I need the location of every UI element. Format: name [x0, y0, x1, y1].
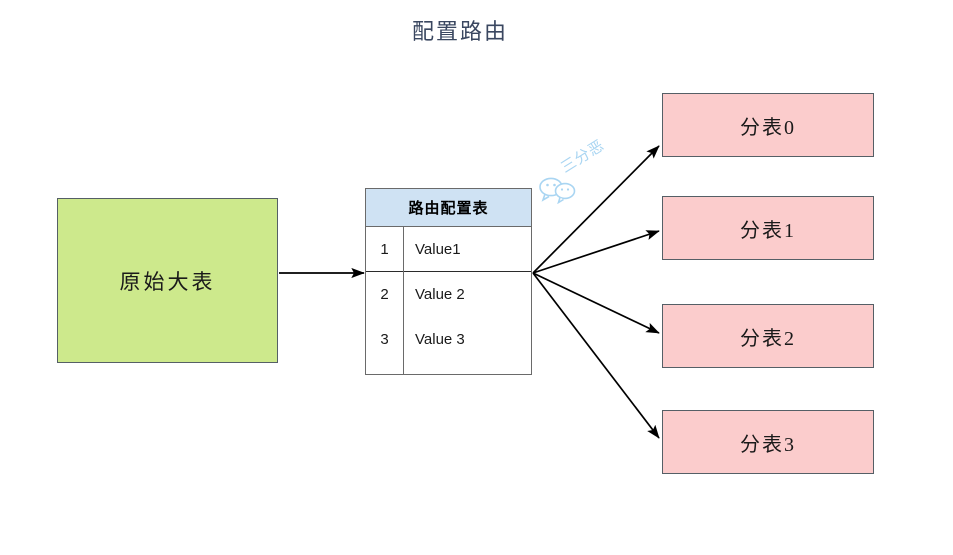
edge-route-table-to-shard-2 [532, 272, 660, 334]
edge-route-table-to-shard-1 [532, 230, 660, 274]
shard-table-box-0: 分表0 [662, 93, 874, 157]
row-value-cell: Value 2 [415, 286, 465, 303]
route-config-table-body: 1 Value1 2 Value 2 3 Value 3 [366, 227, 531, 374]
shard-table-label-2: 分表2 [740, 327, 796, 350]
row-id-cell: 2 [380, 286, 389, 303]
shard-table-box-3: 分表3 [662, 410, 874, 474]
shard-table-label-0: 分表0 [740, 116, 796, 139]
page-title: 配置路由 [411, 19, 508, 44]
edge-route-table-to-shard-0 [532, 145, 660, 274]
column-divider [403, 227, 405, 374]
shard-table-box-1: 分表1 [662, 196, 874, 260]
row-value-cell: Value1 [415, 240, 461, 258]
table-row: 2 Value 2 [366, 272, 531, 317]
source-table-label: 原始大表 [119, 269, 216, 294]
shard-table-box-2: 分表2 [662, 304, 874, 368]
watermark-text: 三分恶 [558, 137, 608, 177]
route-config-table: 路由配置表 1 Value1 2 Value 2 3 Value 3 [365, 188, 532, 375]
row-value-cell: Value 3 [415, 331, 465, 348]
watermark: 三分恶 [538, 138, 628, 210]
row-id-cell: 1 [380, 240, 389, 258]
shard-table-label-3: 分表3 [740, 433, 796, 456]
table-row: 3 Value 3 [366, 317, 531, 362]
shard-table-label-1: 分表1 [740, 219, 796, 242]
source-table-box: 原始大表 [57, 198, 278, 363]
row-id-cell: 3 [380, 331, 389, 348]
edge-route-table-to-shard-3 [532, 272, 660, 439]
wechat-icon [539, 177, 576, 204]
route-config-table-header: 路由配置表 [366, 189, 531, 227]
table-row: 1 Value1 [366, 227, 531, 272]
